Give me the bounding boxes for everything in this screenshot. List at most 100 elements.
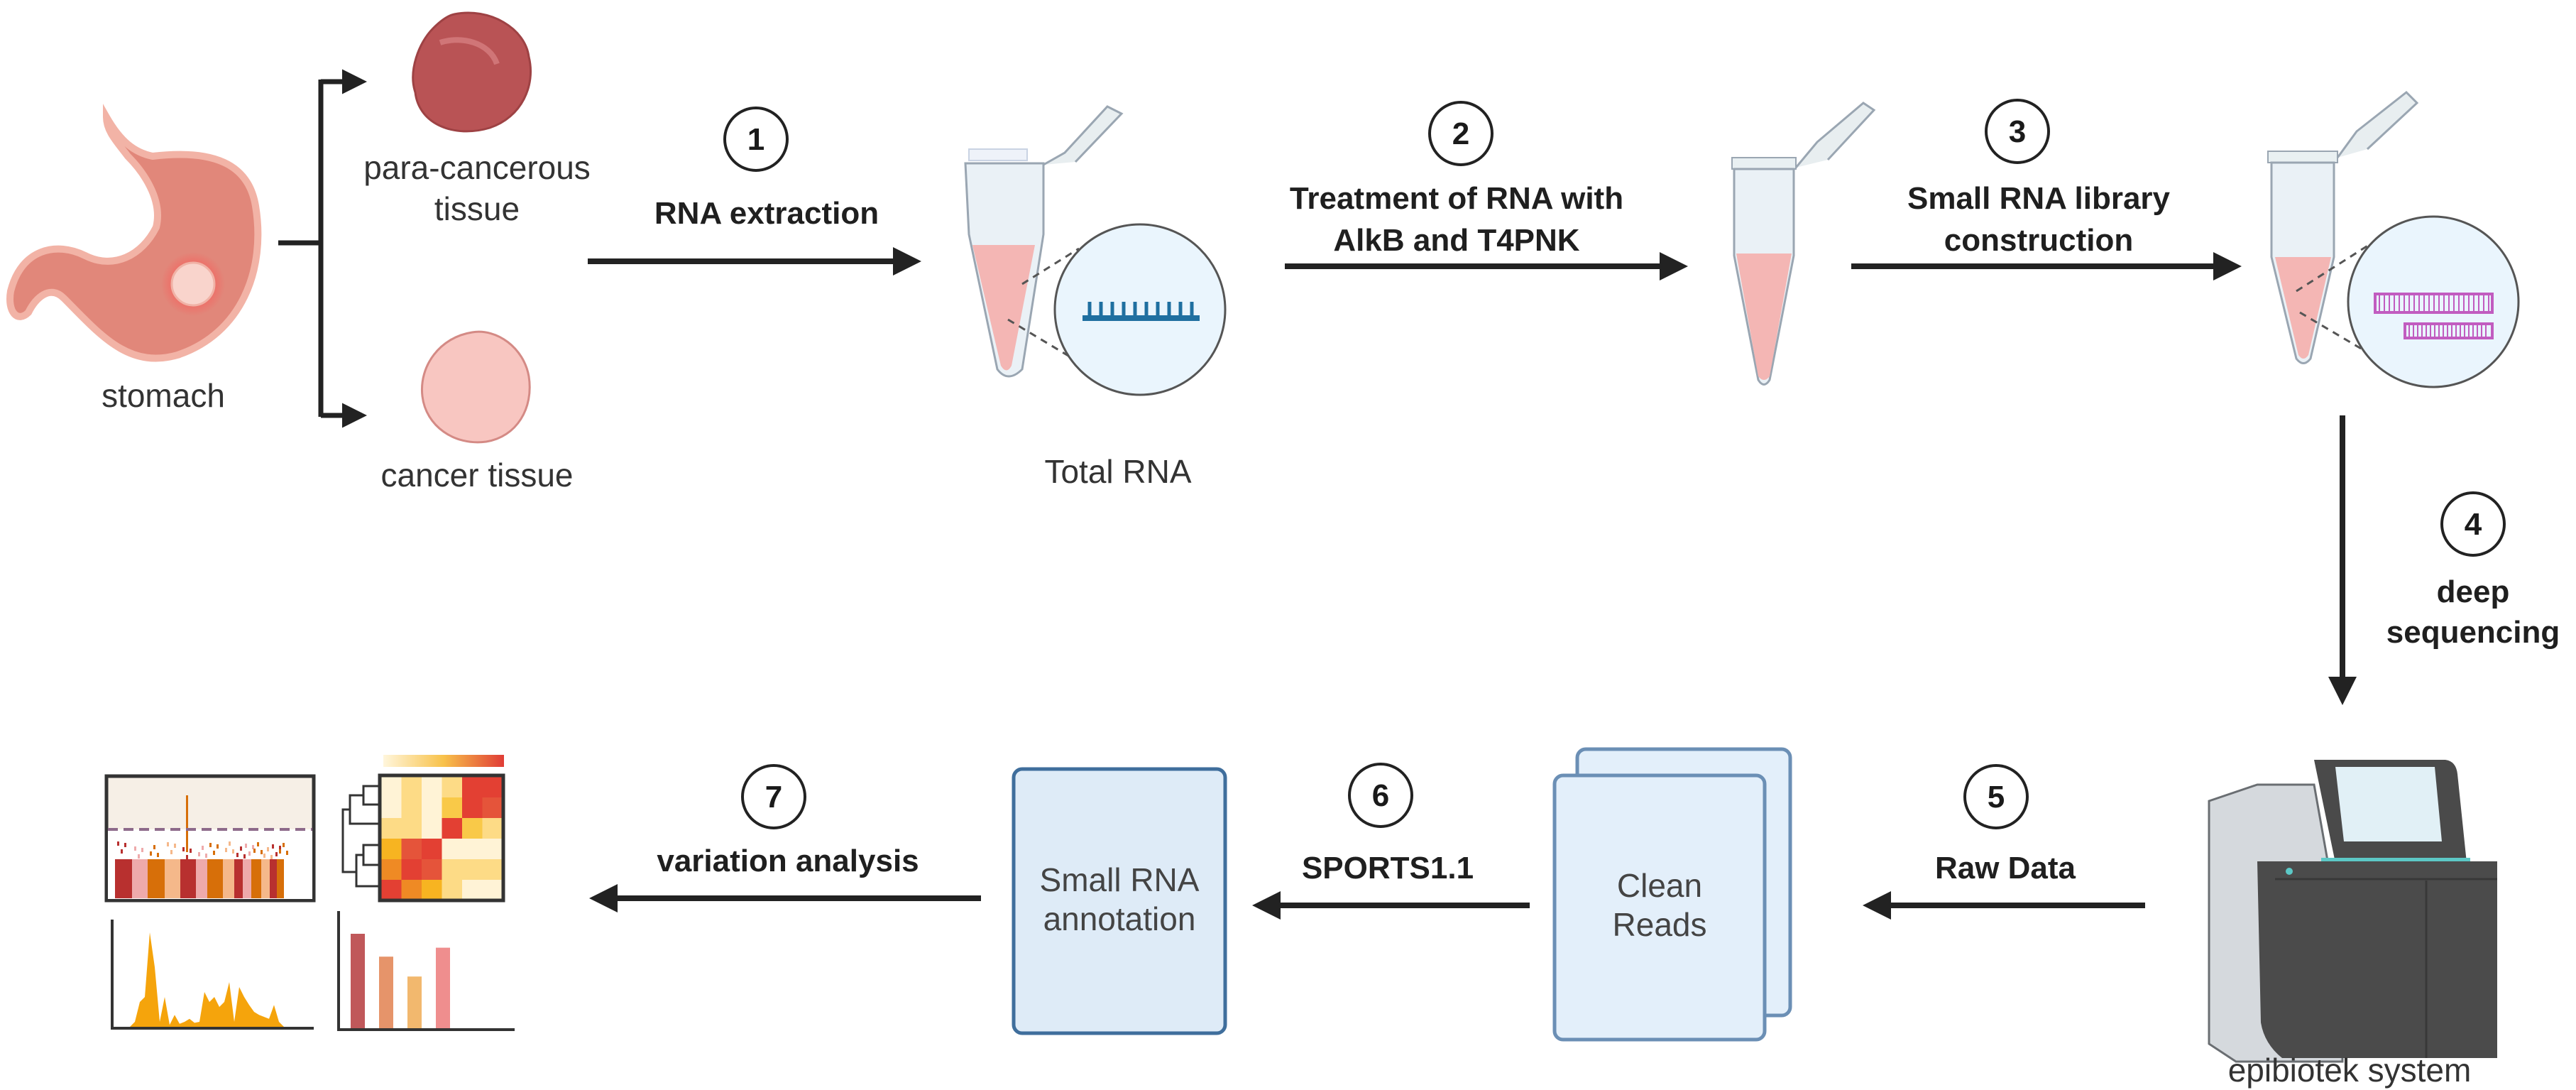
para-tissue-label-line1: para-cancerous <box>363 149 591 186</box>
manhattan-point <box>182 847 185 851</box>
manhattan-segment <box>165 859 180 898</box>
heatmap-cell <box>462 818 483 839</box>
manhattan-point <box>134 846 136 851</box>
para-tissue-icon <box>412 11 532 133</box>
manhattan-point <box>186 855 188 859</box>
clean-reads-line2: Reads <box>1613 906 1707 943</box>
heatmap-cell <box>381 777 402 798</box>
manhattan-point <box>157 853 159 857</box>
manhattan-point <box>252 845 254 849</box>
manhattan-point <box>270 855 273 859</box>
manhattan-peak <box>186 795 188 852</box>
stomach-icon <box>6 104 262 362</box>
annotation-line2: annotation <box>1043 900 1196 937</box>
tube-cap-icon <box>1043 105 1124 166</box>
sequencer-label: epibiotek system <box>2228 1052 2472 1089</box>
manhattan-point <box>153 845 155 849</box>
manhattan-segment <box>243 859 251 898</box>
heatmap-cell <box>422 880 442 901</box>
annotation-node: Small RNA annotation <box>1012 767 1227 1035</box>
heatmap-cell <box>401 818 422 839</box>
step-number-badge <box>1348 763 1413 828</box>
manhattan-segment <box>180 859 196 898</box>
thumbnail-bar <box>436 947 450 1028</box>
heatmap-cell <box>442 777 463 798</box>
tube-cap-icon <box>2336 90 2419 158</box>
rna-strand-icon <box>1083 302 1200 321</box>
manhattan-point <box>257 842 259 846</box>
heatmap-cell <box>381 859 402 881</box>
step-number: 3 <box>2009 114 2026 149</box>
heatmap-cell <box>422 818 442 839</box>
step-label: RNA extraction <box>654 196 879 231</box>
manhattan-point <box>150 851 152 856</box>
heatmap-cell <box>381 797 402 819</box>
heatmap-cell <box>482 859 503 881</box>
manhattan-point <box>232 849 234 854</box>
stomach-illustration: stomach <box>6 104 262 414</box>
step-label-line1: Treatment of RNA with <box>1290 181 1623 216</box>
step-number-badge <box>1963 764 2029 829</box>
step-label: SPORTS1.1 <box>1302 851 1474 885</box>
heatmap-cell <box>381 818 402 839</box>
para-cancerous-tissue: para-cancerous tissue <box>363 11 591 227</box>
heatmap-cell <box>401 859 422 881</box>
manhattan-point <box>279 849 281 854</box>
heatmap-cell <box>442 818 463 839</box>
step-7: 7 variation analysis <box>589 764 981 912</box>
manhattan-point <box>198 852 200 856</box>
manhattan-point <box>209 843 212 847</box>
heatmap-cell <box>442 880 463 901</box>
branch-connector <box>278 69 367 428</box>
step-label-line1: Small RNA library <box>1907 181 2171 216</box>
heatmap-cell <box>482 797 503 819</box>
thumbnail-bar <box>379 957 393 1028</box>
dendrogram-icon <box>341 785 380 888</box>
manhattan-segment <box>196 859 207 898</box>
manhattan-point <box>286 851 288 855</box>
manhattan-point <box>170 850 172 854</box>
manhattan-point <box>124 843 126 847</box>
thumbnail-bar <box>407 976 422 1028</box>
heatmap-thumbnail <box>341 755 505 903</box>
step-number-badge <box>1985 99 2050 164</box>
clean-reads-line1: Clean <box>1617 867 1702 904</box>
liquid-fill <box>2275 257 2331 359</box>
manhattan-point <box>283 843 285 847</box>
heatmap-cell <box>401 777 422 798</box>
bar-chart-thumbnail <box>337 911 515 1031</box>
heatmap-cell <box>422 777 442 798</box>
document-front-icon <box>1552 773 1767 1042</box>
manhattan-point <box>229 841 231 846</box>
manhattan-point <box>213 851 215 855</box>
manhattan-point <box>267 847 269 851</box>
manhattan-point <box>275 852 278 856</box>
step-3: 3 Small RNA library construction <box>1851 99 2242 280</box>
heatmap-cell <box>482 880 503 901</box>
heatmap-cell <box>482 839 503 860</box>
area-series <box>115 932 284 1027</box>
manhattan-point <box>263 854 265 858</box>
liquid-fill <box>972 245 1035 371</box>
stomach-label: stomach <box>102 377 225 414</box>
manhattan-segment <box>115 859 132 898</box>
step-label-line2: construction <box>1944 223 2133 258</box>
cancer-tissue: cancer tissue <box>380 330 574 494</box>
manhattan-point <box>253 849 256 853</box>
manhattan-plot-thumbnail <box>104 774 316 903</box>
step-number-badge <box>1428 101 1493 166</box>
manhattan-point <box>141 848 143 852</box>
heatmap-cell <box>381 839 402 860</box>
manhattan-segment <box>223 859 234 898</box>
power-indicator-icon <box>2286 868 2293 875</box>
step-4: 4 deep sequencing <box>2328 415 2560 705</box>
manhattan-segment <box>251 859 261 898</box>
heatmap-cell <box>482 818 503 839</box>
heatmap-cell <box>401 839 422 860</box>
sequencer-screen <box>2335 767 2442 841</box>
heatmap-cell <box>442 797 463 819</box>
step-label-line2: AlkB and T4PNK <box>1333 223 1579 258</box>
heatmap-cell <box>462 859 483 881</box>
zoom-circle <box>1053 223 1227 396</box>
step-number-badge <box>723 107 789 172</box>
